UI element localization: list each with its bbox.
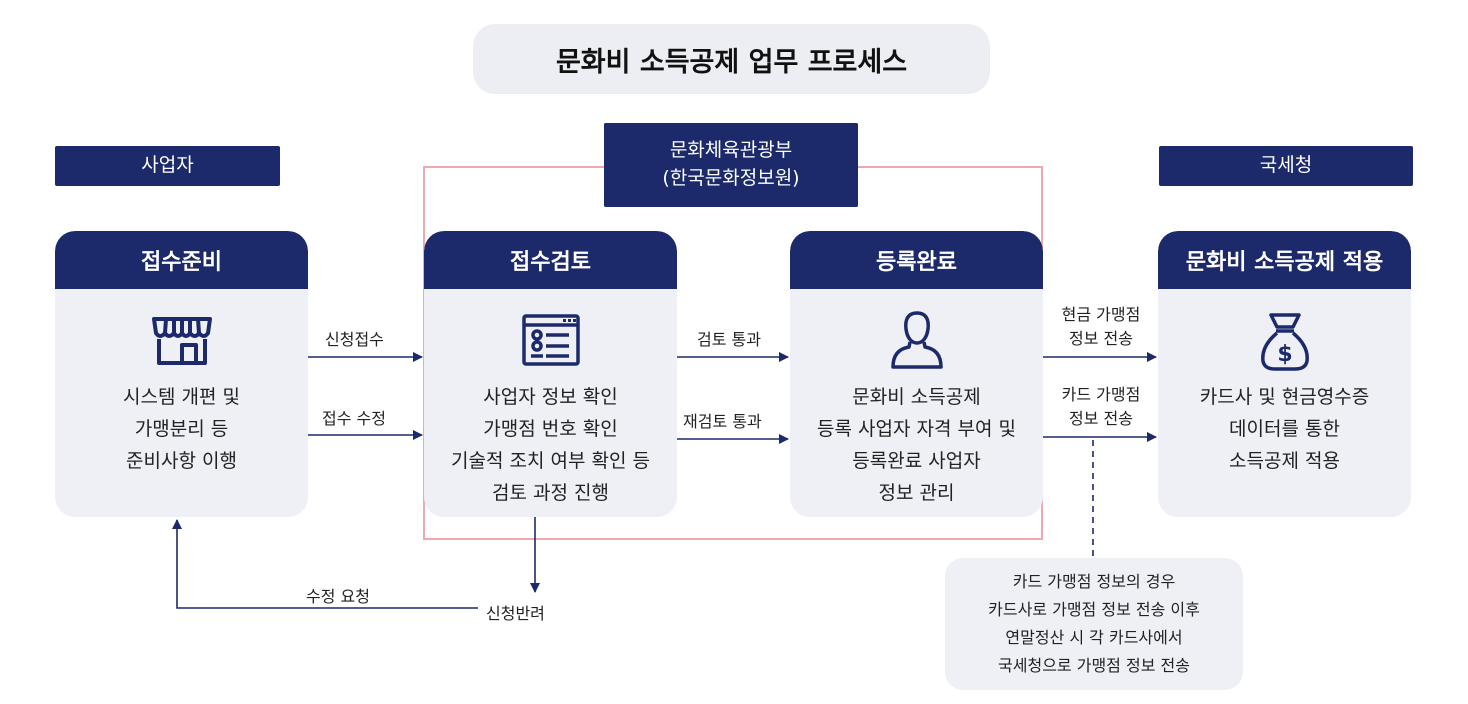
label-cash-info: 현금 가맹점 정보 전송: [1048, 303, 1154, 351]
label-cash-info-line: 정보 전송: [1069, 329, 1133, 348]
card-done-line: 정보 관리: [878, 482, 955, 504]
actor-ministry-tag-front: 문화체육관광부 (한국문화정보원): [604, 123, 858, 207]
card-apply-line: 카드사 및 현금영수증: [1199, 386, 1370, 408]
label-rereview-pass: 재검토 통과: [683, 412, 762, 431]
card-done: 등록완료 문화비 소득공제 등록 사업자 자격 부여 및 등록완료 사업자 정보…: [790, 231, 1043, 517]
label-apply-edit: 접수 수정: [322, 409, 386, 428]
person-icon: [889, 309, 945, 375]
card-done-body: 문화비 소득공제 등록 사업자 자격 부여 및 등록완료 사업자 정보 관리: [790, 381, 1043, 509]
card-review-line: 가맹점 번호 확인: [483, 418, 618, 440]
card-prep-line: 준비사항 이행: [126, 450, 237, 472]
note-line: 카드사로 가맹점 정보 전송 이후: [988, 600, 1200, 619]
card-prep-line: 시스템 개편 및: [123, 386, 240, 408]
card-apply: 문화비 소득공제 적용 $ 카드사 및 현금영수증 데이터를 통한 소득공제 적…: [1158, 231, 1411, 517]
actor-tax-tag: 국세청: [1159, 146, 1413, 186]
card-done-line: 문화비 소득공제: [852, 386, 981, 408]
ministry-agency: (한국문화정보원): [662, 167, 800, 189]
label-apply-received: 신청접수: [325, 330, 384, 349]
label-edit-request: 수정 요청: [306, 587, 370, 606]
card-done-line: 등록완료 사업자: [852, 450, 981, 472]
card-prep-title: 접수준비: [55, 231, 308, 289]
card-apply-line: 데이터를 통한: [1229, 418, 1340, 440]
label-rejected: 신청반려: [486, 604, 545, 623]
card-info-note: 카드 가맹점 정보의 경우 카드사로 가맹점 정보 전송 이후 연말정산 시 각…: [945, 558, 1243, 690]
card-prep-line: 가맹분리 등: [134, 418, 229, 440]
card-apply-line: 소득공제 적용: [1229, 450, 1340, 472]
card-review-line: 사업자 정보 확인: [483, 386, 618, 408]
actor-business-tag: 사업자: [55, 146, 280, 186]
label-card-info-line: 카드 가맹점: [1061, 385, 1141, 404]
card-done-title: 등록완료: [790, 231, 1043, 289]
note-line: 국세청으로 가맹점 정보 전송: [998, 656, 1190, 675]
label-card-info-line: 정보 전송: [1069, 409, 1133, 428]
card-apply-body: 카드사 및 현금영수증 데이터를 통한 소득공제 적용: [1158, 381, 1411, 477]
card-review-body: 사업자 정보 확인 가맹점 번호 확인 기술적 조치 여부 확인 등 검토 과정…: [424, 381, 677, 509]
card-done-line: 등록 사업자 자격 부여 및: [817, 418, 1016, 440]
card-review-title: 접수검토: [424, 231, 677, 289]
card-prep: 접수준비 시스템 개편 및 가맹분리 등 준비사항 이행: [55, 231, 308, 517]
label-cash-info-line: 현금 가맹점: [1061, 305, 1141, 324]
card-review-line: 기술적 조치 여부 확인 등: [451, 450, 650, 472]
note-line: 연말정산 시 각 카드사에서: [1005, 628, 1183, 647]
note-line: 카드 가맹점 정보의 경우: [1012, 572, 1176, 591]
arrow-edit-request: [172, 519, 478, 609]
card-prep-body: 시스템 개편 및 가맹분리 등 준비사항 이행: [55, 381, 308, 477]
document-list-icon: [521, 313, 581, 371]
label-review-pass: 검토 통과: [697, 330, 761, 349]
label-card-info: 카드 가맹점 정보 전송: [1048, 383, 1154, 431]
card-review: 접수검토 사업자 정보 확인 가맹점 번호 확인 기술적 조치 여부 확인 등: [424, 231, 677, 517]
money-bag-icon: $: [1259, 311, 1311, 377]
page-title: 문화비 소득공제 업무 프로세스: [473, 24, 990, 94]
card-review-line: 검토 과정 진행: [492, 482, 609, 504]
svg-text:$: $: [1277, 342, 1292, 367]
store-icon: [150, 315, 214, 371]
card-apply-title: 문화비 소득공제 적용: [1158, 231, 1411, 289]
ministry-name: 문화체육관광부: [669, 139, 793, 162]
